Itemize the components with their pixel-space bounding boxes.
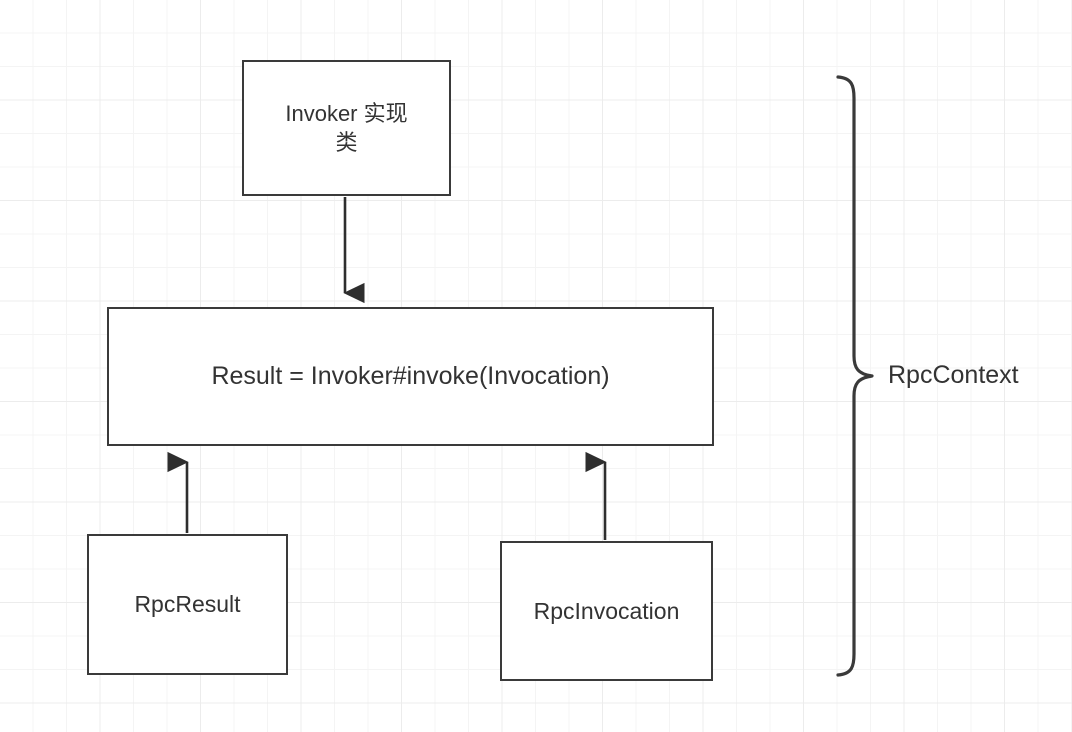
node-rpc-result[interactable]: RpcResult bbox=[87, 534, 288, 675]
node-invoker-impl-label-line2: 类 bbox=[335, 130, 358, 155]
node-rpc-invocation-label: RpcInvocation bbox=[533, 597, 680, 624]
rpc-context-brace-icon bbox=[836, 75, 874, 677]
node-invoker-impl[interactable]: Invoker 实现 类 bbox=[242, 60, 451, 196]
node-invoker-impl-label-line1: Invoker 实现 bbox=[285, 100, 408, 126]
node-invoke-expression[interactable]: Result = Invoker#invoke(Invocation) bbox=[107, 307, 714, 446]
node-rpc-result-label: RpcResult bbox=[134, 591, 241, 618]
node-invoke-expression-label: Result = Invoker#invoke(Invocation) bbox=[211, 362, 610, 390]
node-invoker-impl-label: Invoker 实现 类 bbox=[285, 99, 407, 157]
node-rpc-invocation[interactable]: RpcInvocation bbox=[500, 541, 713, 681]
rpc-context-label: RpcContext bbox=[888, 361, 1019, 389]
